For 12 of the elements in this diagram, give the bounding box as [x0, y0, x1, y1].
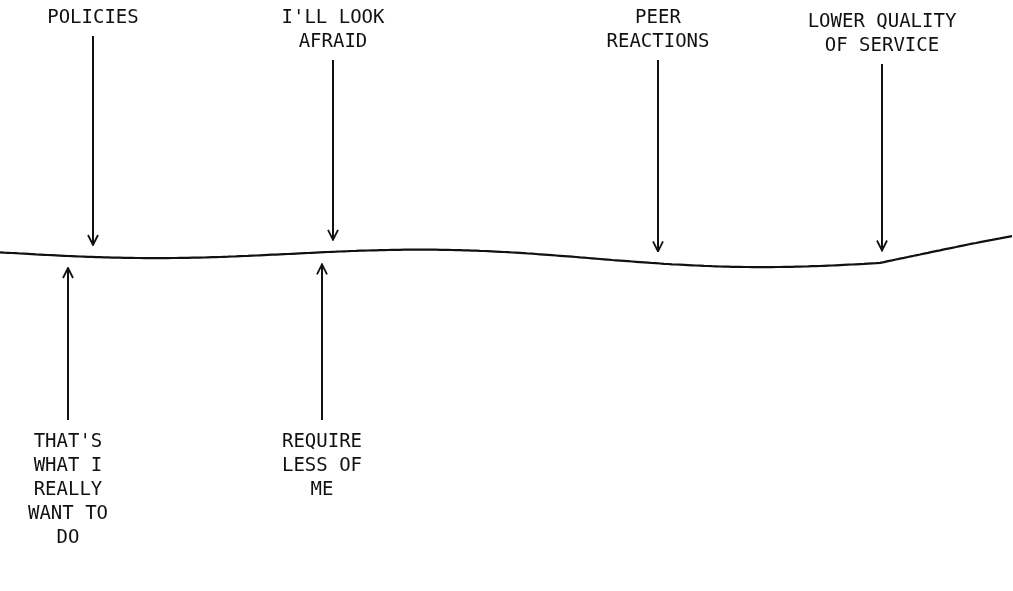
arrow	[652, 59, 664, 253]
arrow	[876, 63, 888, 252]
label-text: PEER REACTIONS	[593, 4, 723, 52]
label-text: I'LL LOOK AFRAID	[268, 4, 398, 52]
arrow	[327, 59, 339, 241]
label-text: POLICIES	[33, 4, 153, 28]
arrow	[62, 267, 74, 421]
label-text: LOWER QUALITY OF SERVICE	[807, 8, 957, 56]
label-text: THAT'S WHAT I REALLY WANT TO DO	[13, 428, 123, 548]
arrow	[316, 263, 328, 421]
arrow	[87, 35, 99, 246]
label-text: REQUIRE LESS OF ME	[267, 428, 377, 500]
